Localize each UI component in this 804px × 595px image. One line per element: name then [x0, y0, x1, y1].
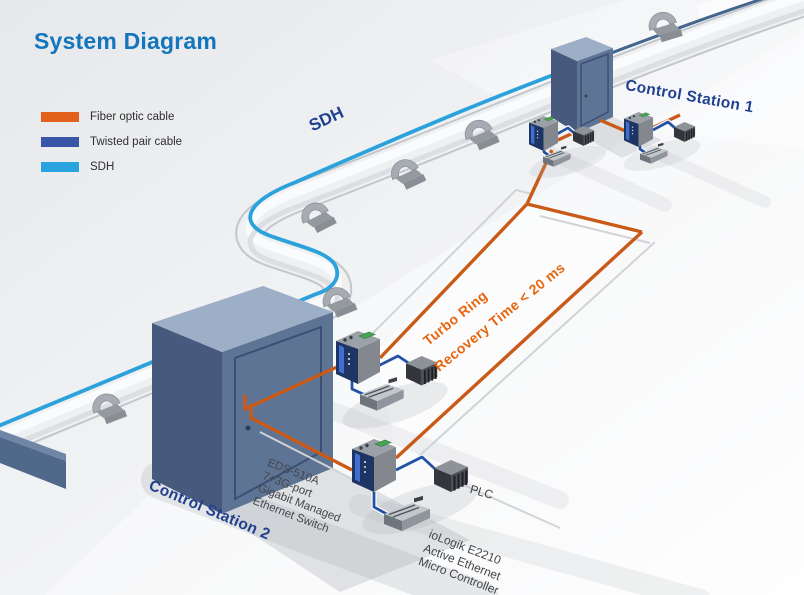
legend: Fiber optic cable Twisted pair cable SDH: [41, 104, 182, 179]
turbo-ring-line: [243, 113, 681, 472]
left-edge-structure: [0, 430, 66, 489]
twisted-pair-swatch-icon: [41, 136, 79, 147]
cabinet-control-station-2: [152, 286, 333, 514]
page-title: System Diagram: [34, 28, 218, 54]
cabinet-control-station-1: [551, 37, 613, 133]
cabinet-2-shadow: [222, 468, 470, 592]
legend-item-twisted-pair: Twisted pair cable: [41, 129, 182, 154]
legend-label: Twisted pair cable: [90, 135, 183, 148]
legend-item-sdh: SDH: [41, 154, 182, 179]
sdh-line: [0, 0, 764, 428]
legend-label: Fiber optic cable: [90, 110, 175, 123]
sdh-swatch-icon: [41, 161, 79, 172]
legend-item-fiber-optic: Fiber optic cable: [41, 104, 182, 129]
legend-label: SDH: [90, 160, 115, 173]
ring-floor-edges: [259, 188, 656, 529]
fiber-optic-swatch-icon: [41, 111, 79, 122]
